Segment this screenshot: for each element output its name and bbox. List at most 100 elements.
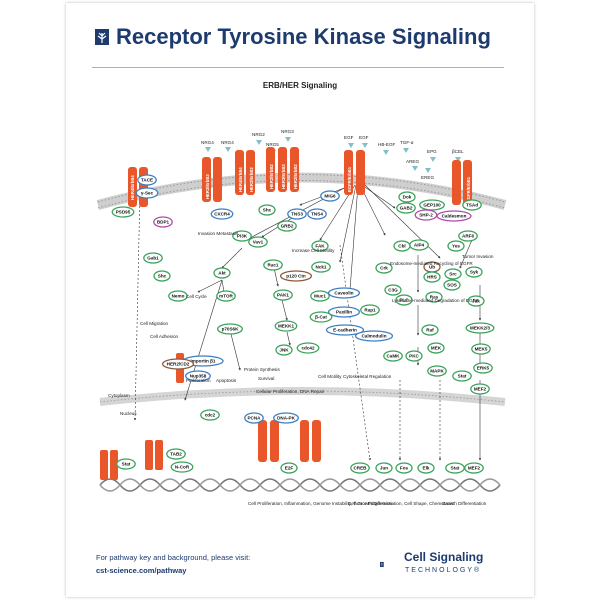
node-label: PAK1	[277, 293, 289, 298]
node-label: MEF2	[474, 387, 487, 392]
node-label: E2F	[285, 466, 294, 471]
node-label: Vav1	[253, 240, 264, 245]
node-p70s6k	[217, 323, 243, 335]
footer-note: For pathway key and background, please v…	[96, 553, 251, 562]
node-label: PCNA	[247, 416, 261, 421]
node-label: MEF2	[468, 466, 481, 471]
node-label: SOS	[447, 283, 457, 288]
node-calmodulin	[354, 330, 394, 342]
node-fak	[311, 240, 329, 252]
receptor-label: HER2/ErbB2	[269, 164, 274, 189]
node-label: ARF6	[462, 234, 474, 239]
node-label: Muc1	[314, 294, 326, 299]
process-label: Cell Motility	[318, 374, 342, 379]
ligand-label: NRG3	[281, 129, 294, 134]
node-stat	[116, 458, 136, 470]
receptor	[128, 167, 137, 207]
process-label: Cellular Proliferation, DNA Repair	[256, 389, 325, 394]
outcome-label: Growth Differentiation	[442, 501, 487, 506]
receptor	[202, 157, 211, 202]
node-label: GRB2	[281, 224, 294, 229]
node-label: MEK	[431, 346, 442, 351]
node-label: MAPK	[430, 369, 444, 374]
node-mekk2-3	[465, 322, 495, 334]
node-ras	[425, 291, 443, 303]
node-label: CXCR4	[214, 212, 230, 217]
receptor	[356, 150, 365, 195]
node-crk	[375, 262, 393, 274]
node-mapk	[427, 365, 447, 377]
receptor	[344, 150, 353, 195]
receptor	[139, 167, 148, 207]
process-label: Survival	[258, 376, 274, 381]
node-hrs	[423, 271, 441, 283]
node-label: BDP1	[157, 220, 170, 225]
ligand-label: NRG5	[266, 142, 279, 147]
page-title: Receptor Tyrosine Kinase Signaling	[116, 24, 491, 49]
node-label: Jak	[472, 299, 480, 304]
receptor-label: EGFR/ErbB1	[347, 166, 352, 192]
node-label: TAB2	[170, 452, 182, 457]
node-label: TNS4	[311, 212, 323, 217]
node-label: CaMK	[386, 354, 400, 359]
node-creb	[350, 462, 370, 474]
dna-strand	[99, 478, 501, 492]
process-label: Tumor Invasion	[462, 254, 494, 259]
receptor	[110, 450, 118, 480]
node-label: GEP100	[423, 203, 441, 208]
receptor	[278, 147, 287, 192]
node-arf6	[458, 230, 478, 242]
node-label: Crk	[380, 266, 388, 271]
signal-arrows	[133, 184, 482, 461]
node-psd95	[111, 206, 135, 218]
receptor-label: HER3/ErbB3	[281, 164, 286, 189]
node-label: Nemo	[172, 294, 185, 299]
process-label: Proliferation	[186, 378, 211, 383]
node-cdc2	[200, 409, 220, 421]
node-label: HRS	[427, 275, 437, 280]
process-label: Lysosome-mediated Degradation of EGFR	[392, 298, 479, 303]
node-dna-pk	[273, 412, 299, 424]
node-tns4	[307, 208, 327, 220]
node-label: C3G	[388, 288, 398, 293]
node-paxillin	[327, 306, 361, 318]
node-dok	[398, 191, 416, 203]
node-pi3k	[232, 230, 252, 242]
outcome-label: Cell Growth/Differentiation, Cell Shape,…	[348, 501, 454, 506]
process-label: Cytoskeletal Regulation	[343, 374, 392, 379]
node-label: p120 Ctn	[286, 274, 306, 279]
receptor	[270, 420, 279, 462]
ligand-label: NRG2	[252, 132, 265, 137]
process-label: Increase Cell Motility	[292, 248, 335, 253]
node-label: TACE	[141, 178, 153, 183]
footer-link[interactable]: cst-science.com/pathway	[96, 566, 187, 575]
node-label: TSAd	[466, 203, 478, 208]
node-rac1	[263, 259, 283, 271]
receptor-label: HER4/ErbB4	[238, 167, 243, 192]
node-mek5	[471, 343, 491, 355]
node-vav1	[248, 236, 268, 248]
node-raf	[421, 324, 439, 336]
node-label: CREB	[353, 466, 367, 471]
node-tns3	[287, 208, 307, 220]
node-camk	[383, 350, 403, 362]
node-label: p70S6K	[222, 327, 240, 332]
node-label: FAK	[315, 244, 325, 249]
receptor	[463, 160, 472, 205]
node-erk5	[473, 362, 493, 374]
receptor-label: HER3/ErbB3	[205, 174, 210, 199]
cst-tree-icon	[380, 561, 384, 568]
node-label: MEKK1	[278, 324, 295, 329]
poster-sheet	[66, 3, 534, 597]
process-label: Cell Cycle	[186, 294, 207, 299]
node-label: Calmodulin	[361, 334, 386, 339]
node-grb2	[277, 220, 297, 232]
receptor-label: HER2/ErbB2	[293, 164, 298, 189]
ligand-label: NRG4	[201, 140, 214, 145]
process-label: Invasion Metastasis	[198, 231, 239, 236]
outcome-label: Cell Proliferation, Inflammation, Genome…	[248, 501, 393, 506]
ligand-label: HB-EGF	[378, 142, 396, 147]
node-yes	[447, 240, 465, 252]
diagram-subtitle: ERB/HER Signaling	[262, 81, 338, 90]
node-nup358	[185, 370, 211, 382]
